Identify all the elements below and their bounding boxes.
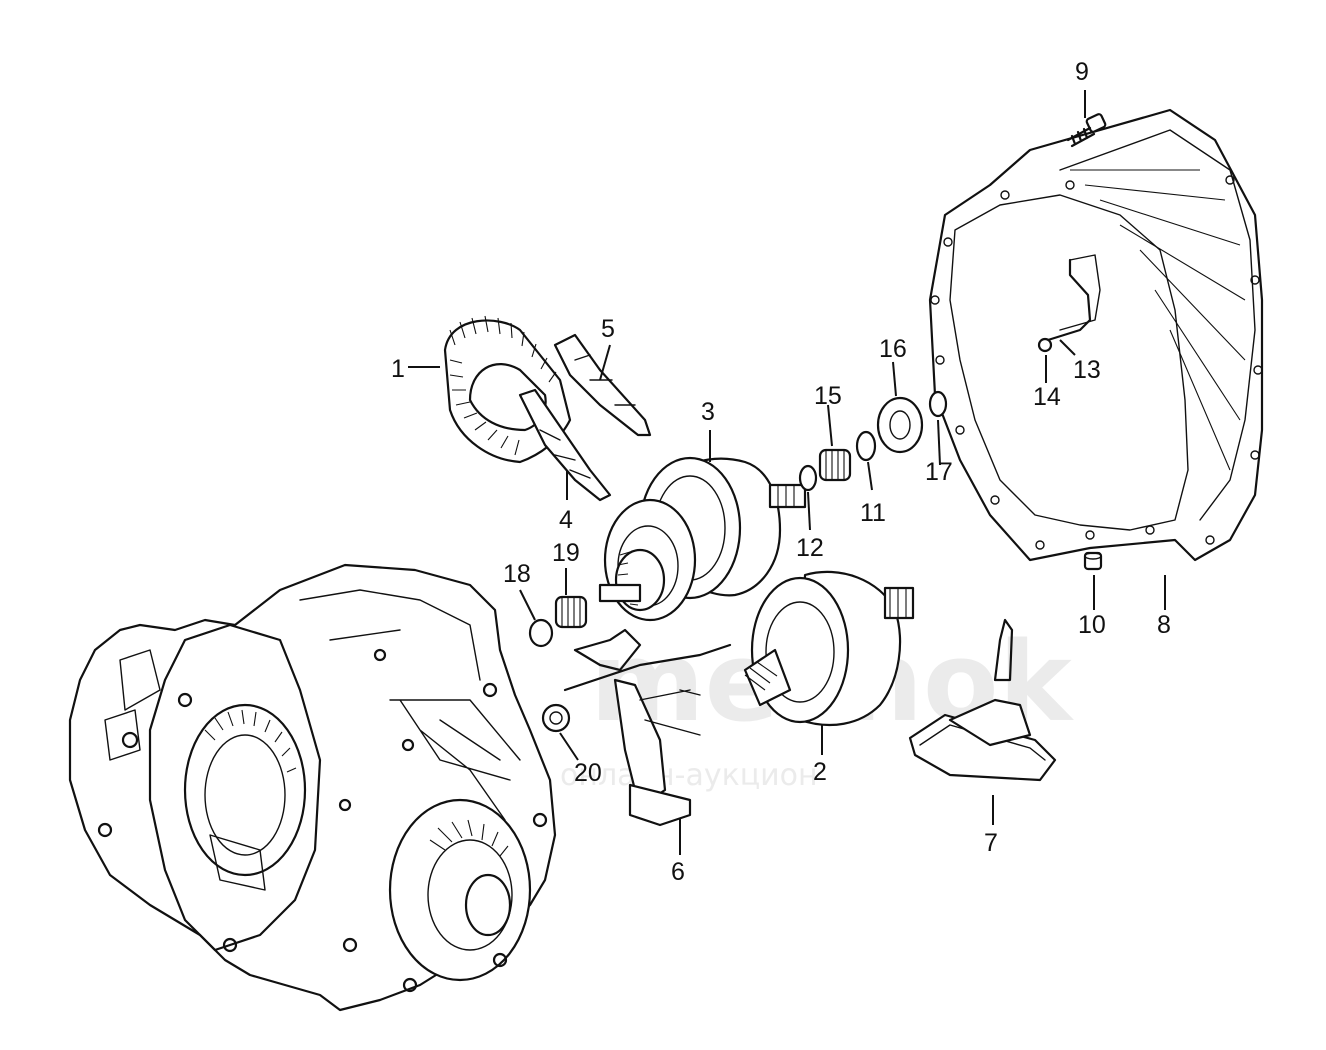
snap-ring-12 [798, 464, 818, 492]
callout-12: 12 [796, 534, 824, 562]
callout-labels: 1 2 3 4 5 6 7 8 9 10 11 12 13 14 15 16 1… [391, 58, 1171, 886]
callout-9: 9 [1075, 58, 1089, 86]
needle-bearing-19 [554, 595, 588, 629]
callout-8: 8 [1157, 611, 1171, 639]
svg-text:онлайн-аукцион: онлайн-аукцион [560, 758, 818, 793]
circlip-17 [928, 390, 948, 418]
callout-11: 11 [860, 499, 886, 527]
plug-10 [1083, 551, 1103, 571]
selector-shaft-6 [563, 628, 732, 827]
front-bearing-parts [528, 595, 588, 733]
callout-15: 15 [814, 382, 842, 410]
primary-pulley-3 [598, 456, 807, 622]
needle-bearing-15 [818, 448, 852, 482]
callout-16: 16 [879, 335, 907, 363]
main-transmission-housing [68, 563, 557, 1012]
callout-17: 17 [925, 458, 953, 486]
callout-4: 4 [559, 506, 573, 534]
oil-pipe-13 [1037, 258, 1092, 353]
callout-20: 20 [574, 759, 602, 787]
seal-20 [541, 703, 571, 733]
ball-bearing-16 [876, 396, 924, 454]
shaft-components [798, 390, 948, 492]
oil-filter-7 [908, 618, 1057, 782]
bolt-9 [1066, 113, 1107, 148]
callout-14: 14 [1033, 383, 1061, 411]
callout-7: 7 [984, 829, 998, 857]
callout-2: 2 [813, 758, 827, 786]
housing-bolts [97, 648, 548, 993]
callout-18: 18 [503, 560, 531, 588]
housing-bolt-holes [930, 175, 1263, 550]
callout-5: 5 [601, 315, 615, 343]
snap-ring-18 [528, 618, 554, 648]
callout-19: 19 [552, 539, 580, 567]
rear-housing-cover [928, 108, 1264, 562]
callout-3: 3 [701, 398, 715, 426]
callout-1: 1 [391, 355, 405, 383]
chain-guide-4 [518, 388, 612, 502]
leader-lines [408, 90, 1166, 855]
shim-11 [855, 430, 877, 462]
callout-13: 13 [1073, 356, 1101, 384]
secondary-pulley-2 [743, 570, 915, 727]
callout-6: 6 [671, 858, 685, 886]
callout-10: 10 [1078, 611, 1106, 639]
